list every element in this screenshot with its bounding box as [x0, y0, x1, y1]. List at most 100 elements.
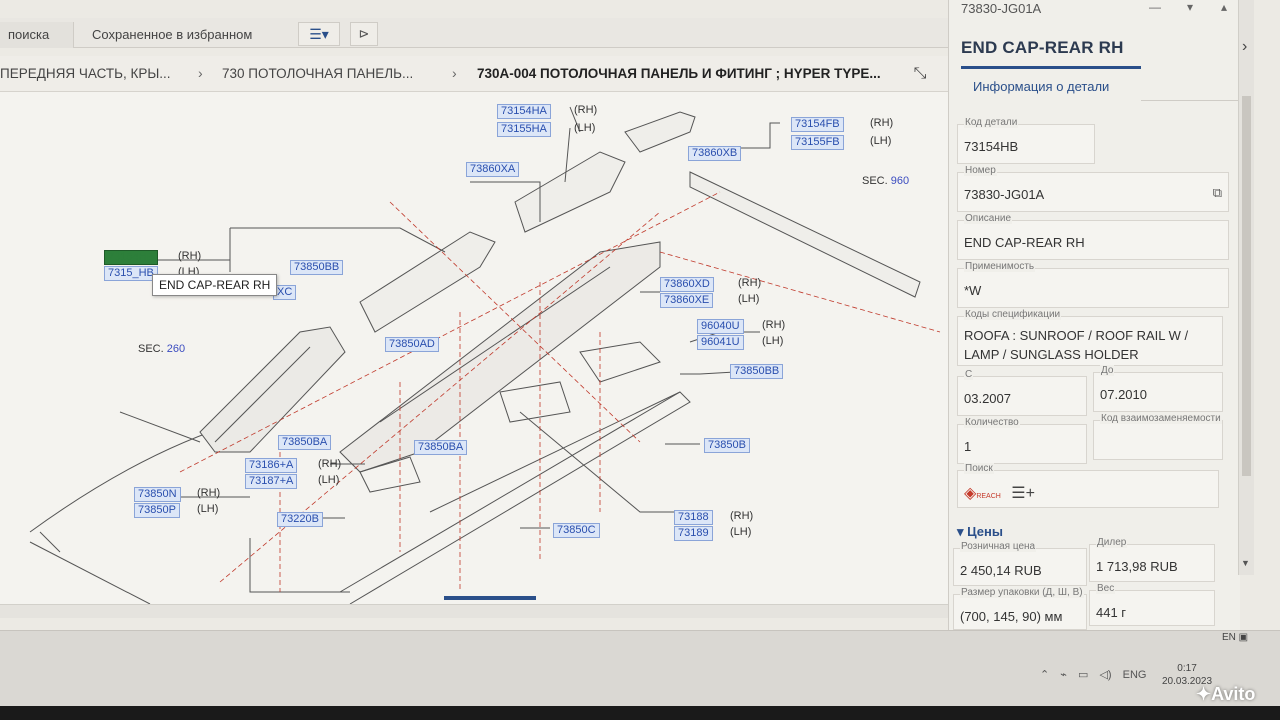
reach-icon[interactable]: ◈REACH	[964, 485, 1001, 502]
network-icon[interactable]: ⌁	[1060, 669, 1067, 681]
callout-73188[interactable]: 73188	[674, 510, 713, 525]
field-label: Код взаимозаменяемости	[1100, 413, 1222, 424]
field-label: Описание	[964, 213, 1013, 224]
note-add-icon[interactable]: ☰+	[1011, 485, 1035, 502]
panel-scroll-thumb[interactable]	[1242, 96, 1251, 476]
diagram-scroll-thumb[interactable]	[444, 596, 536, 600]
avito-watermark: ✦Avito	[1196, 684, 1256, 704]
callout-73155HB[interactable]: 7315_HB	[104, 266, 158, 281]
side-label: (RH)	[574, 104, 598, 116]
callout-73860XE[interactable]: 73860XE	[660, 293, 714, 308]
monitor-bezel	[0, 706, 1280, 720]
diagram-scrollbar[interactable]	[0, 604, 948, 618]
section-ref-960[interactable]: SEC. 960	[862, 175, 910, 187]
side-label: (LH)	[318, 474, 340, 486]
callout-73850P[interactable]: 73850P	[134, 503, 180, 518]
maximize-icon[interactable]: ▾	[1187, 0, 1194, 14]
collapse-icon[interactable]: ⤡	[913, 65, 927, 82]
chevron-up-icon[interactable]: ⌃	[1040, 669, 1050, 681]
field-pack-size: Размер упаковки (Д, Ш, В) (700, 145, 90)…	[953, 587, 1087, 630]
callout-96041U[interactable]: 96041U	[697, 335, 744, 350]
field-from-date: С 03.2007	[957, 369, 1087, 416]
breadcrumb-item-ceiling-panel[interactable]: 730 ПОТОЛОЧНАЯ ПАНЕЛЬ...	[222, 66, 414, 81]
flag-icon[interactable]: ⊳	[350, 22, 378, 46]
callout-73154HB-highlighted[interactable]: 73154HB	[104, 250, 158, 265]
tab-favorites[interactable]: Сохраненное в избранном	[92, 27, 253, 42]
tab-search[interactable]: поиска	[0, 22, 74, 48]
field-label: Применимость	[964, 261, 1036, 272]
side-label: (LH)	[762, 335, 784, 347]
callout-73860XD[interactable]: 73860XD	[660, 277, 714, 292]
side-label: (RH)	[318, 458, 342, 470]
field-label: Дилер	[1096, 537, 1128, 548]
callout-73189[interactable]: 73189	[674, 526, 713, 541]
prices-section-header[interactable]: ▾ Цены	[957, 524, 1003, 539]
callout-73850C[interactable]: 73850C	[553, 523, 600, 538]
system-tray: ⌃ ⌁ ▭ ◁) ENG	[1040, 668, 1154, 681]
callout-73850BB[interactable]: 73850BB	[290, 260, 344, 275]
tab-bar: поиска Сохраненное в избранном	[0, 18, 948, 48]
field-value: 1	[964, 439, 972, 454]
field-label: До	[1100, 365, 1115, 376]
field-value: 1 713,98 RUB	[1096, 559, 1178, 574]
close-icon[interactable]: ▴	[1221, 0, 1228, 14]
side-label: (LH)	[730, 526, 752, 538]
tab-part-info[interactable]: Информация о детали	[961, 66, 1141, 102]
field-number: Номер 73830-JG01A ⧉	[957, 165, 1229, 212]
field-quantity: Количество 1	[957, 417, 1087, 464]
clock[interactable]: 0:17 20.03.2023	[1162, 662, 1212, 688]
callout-73860XB[interactable]: 73860XB	[688, 146, 742, 161]
callout-73155HA[interactable]: 73155HA	[497, 122, 551, 137]
callout-73850BB[interactable]: 73850BB	[730, 364, 784, 379]
field-spec-codes: Коды спецификации ROOFA : SUNROOF / ROOF…	[957, 309, 1223, 366]
language-indicator[interactable]: EN ▣	[1222, 632, 1249, 643]
field-dealer-price: Дилер 1 713,98 RUB	[1089, 537, 1215, 582]
field-to-date: До 07.2010	[1093, 365, 1223, 412]
tray-language[interactable]: ENG	[1122, 669, 1147, 681]
callout-73850BA[interactable]: 73850BA	[414, 440, 468, 455]
callout-73850AD[interactable]: 73850AD	[385, 337, 439, 352]
callout-73154FB[interactable]: 73154FB	[791, 117, 844, 132]
field-label: Розничная цена	[960, 541, 1037, 552]
field-value: 73830-JG01A	[964, 187, 1045, 202]
scroll-down-icon[interactable]: ▼	[1241, 558, 1250, 568]
field-weight: Вес 441 г	[1089, 583, 1215, 626]
field-value: ROOFA : SUNROOF / ROOF RAIL W / LAMP / S…	[964, 328, 1189, 362]
field-label: С	[964, 369, 974, 380]
breadcrumb-item-front[interactable]: ПЕРЕДНЯЯ ЧАСТЬ, КРЫ...	[0, 66, 171, 81]
minimize-icon[interactable]: —	[1149, 0, 1161, 14]
callout-73850B[interactable]: 73850B	[704, 438, 750, 453]
callout-73187A[interactable]: 73187+A	[245, 474, 298, 489]
field-search: Поиск ◈REACH ☰+	[957, 463, 1219, 508]
list-view-icon[interactable]: ☰▾	[298, 22, 340, 46]
callout-73850BA[interactable]: 73850BA	[278, 435, 332, 450]
field-label: Размер упаковки (Д, Ш, В)	[960, 587, 1084, 598]
side-label: (RH)	[730, 510, 754, 522]
parts-diagram[interactable]: 73154HA (RH) 73155HA (LH) 73860XA 73154F…	[0, 92, 948, 604]
clock-time: 0:17	[1177, 663, 1197, 674]
volume-icon[interactable]: ◁)	[1099, 669, 1112, 681]
panel-title: END CAP-REAR RH	[961, 38, 1124, 57]
callout-73154HA[interactable]: 73154HA	[497, 104, 551, 119]
callout-73850N[interactable]: 73850N	[134, 487, 181, 502]
section-ref-260[interactable]: SEC. 260	[138, 343, 186, 355]
field-label: Вес	[1096, 583, 1116, 594]
field-retail-price: Розничная цена 2 450,14 RUB	[953, 541, 1087, 586]
chevron-right-icon[interactable]: ›	[1242, 38, 1248, 55]
side-label: (RH)	[738, 277, 762, 289]
field-description: Описание END CAP-REAR RH	[957, 213, 1229, 260]
field-value: 73154HB	[964, 139, 1019, 154]
callout-73155FB[interactable]: 73155FB	[791, 135, 844, 150]
callout-73186A[interactable]: 73186+A	[245, 458, 298, 473]
callout-96040U[interactable]: 96040U	[697, 319, 744, 334]
battery-icon[interactable]: ▭	[1077, 669, 1089, 681]
panel-scrollbar[interactable]: ▼	[1238, 0, 1254, 575]
copy-icon[interactable]: ⧉	[1212, 185, 1222, 200]
callout-73220B[interactable]: 73220B	[277, 512, 323, 527]
side-label: (RH)	[178, 250, 202, 262]
clock-date: 20.03.2023	[1162, 676, 1213, 687]
callout-73860XA[interactable]: 73860XA	[466, 162, 520, 177]
field-interchange-code: Код взаимозаменяемости	[1093, 413, 1223, 460]
panel-top-number: 73830-JG01A	[961, 1, 1042, 16]
